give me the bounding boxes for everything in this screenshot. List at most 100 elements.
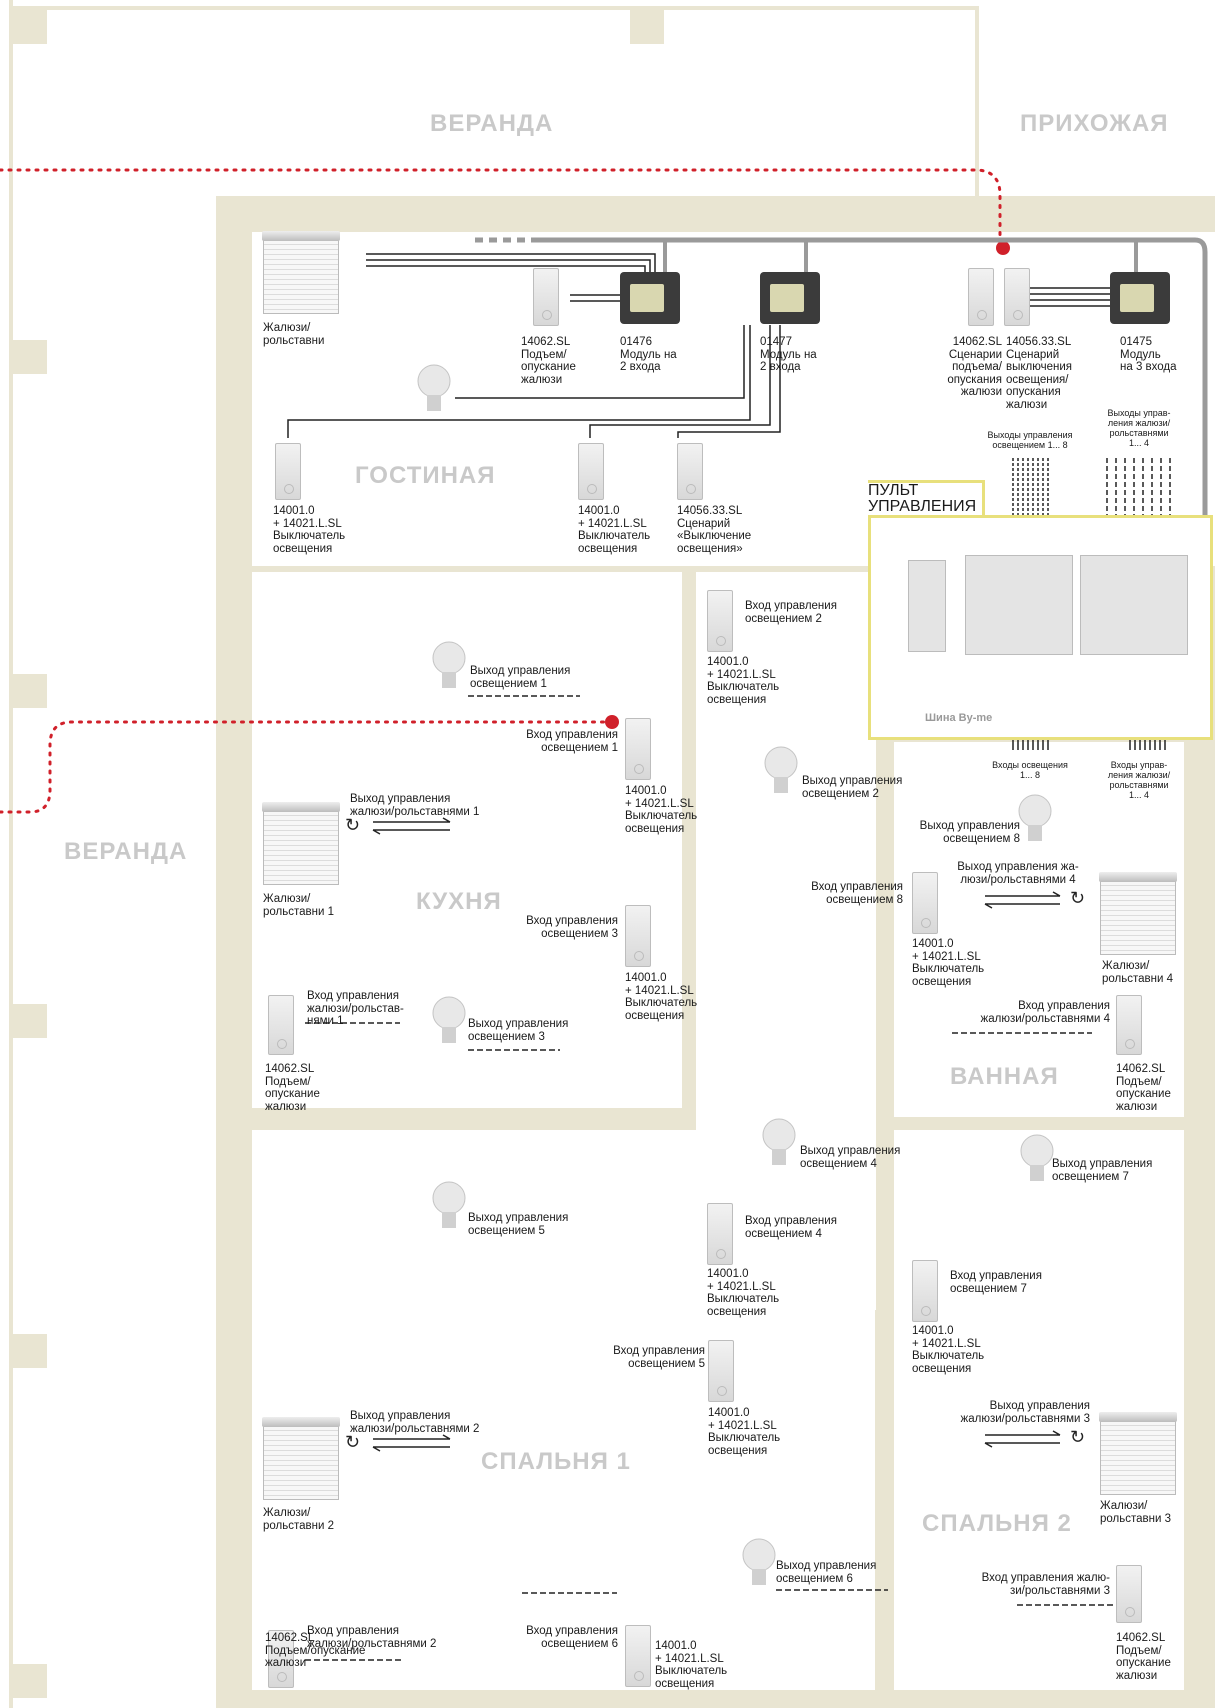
- pillar: [13, 674, 47, 708]
- switch-light2[interactable]: [707, 590, 733, 652]
- bulb-icon: [432, 641, 466, 688]
- label-01476: 01476 Модуль на 2 входа: [620, 336, 677, 373]
- label-in-light2: Вход управления освещением 2: [745, 600, 837, 625]
- switch-light1[interactable]: [625, 718, 651, 780]
- label-sw-light4: 14001.0 + 14021.L.SL Выключатель освещен…: [707, 1268, 780, 1318]
- label-in-blind2: Вход управления жалюзи/рольставнями 2: [307, 1625, 437, 1650]
- bulb-icon: [432, 1181, 466, 1228]
- label-switch-living-1: 14001.0 + 14021.L.SL Выключатель освещен…: [273, 505, 346, 555]
- label-outputs-light: Выходы управления освещением 1... 8: [987, 430, 1073, 450]
- switch-blind2[interactable]: [268, 1630, 294, 1688]
- label-in-light7: Вход управления освещением 7: [950, 1270, 1042, 1295]
- module-01477: [760, 272, 820, 324]
- label-in-light1: Вход управления освещением 1: [526, 729, 618, 754]
- label-in-light8: Вход управления освещением 8: [811, 881, 903, 906]
- label-blind-living: Жалюзи/ рольставни: [263, 322, 325, 347]
- label-out-blind3: Выход управления жалюзи/рольставнями 3: [960, 1400, 1090, 1425]
- label-in-blind3: Вход управления жалю- зи/рольставнями 3: [981, 1572, 1110, 1597]
- label-sw-light6: 14001.0 + 14021.L.SL Выключатель освещен…: [655, 1640, 728, 1690]
- room-bedroom1-name: СПАЛЬНЯ 1: [481, 1448, 631, 1475]
- switch-14062-scene[interactable]: [968, 268, 994, 326]
- switch-light6[interactable]: [625, 1625, 651, 1687]
- label-01475: 01475 Модуль на 3 входа: [1120, 336, 1177, 373]
- rotate-icon: ↻: [1070, 1427, 1086, 1447]
- label-in-blind1: Вход управления жалюзи/рольстав- нями 1: [307, 990, 404, 1027]
- module-01475: [1110, 272, 1170, 324]
- label-inputs-light: Входы освещения 1... 8: [992, 760, 1068, 780]
- switch-blind3[interactable]: [1116, 1565, 1142, 1623]
- label-sw-light5: 14001.0 + 14021.L.SL Выключатель освещен…: [708, 1407, 781, 1457]
- room-living-name: ГОСТИНАЯ: [355, 462, 496, 489]
- bulb-icon: [1020, 1134, 1054, 1181]
- label-outputs-blinds: Выходы управ- ления жалюзи/ рольставнями…: [1107, 408, 1171, 448]
- room-hallway: ПРИХОЖАЯ: [1020, 110, 1169, 137]
- label-in-light5: Вход управления освещением 5: [613, 1345, 705, 1370]
- label-in-blind4: Вход управления жалюзи/рольставнями 4: [980, 1000, 1110, 1025]
- label-out-light1: Выход управления освещением 1: [470, 665, 571, 690]
- label-out-blind2: Выход управления жалюзи/рольставнями 2: [350, 1410, 480, 1435]
- bulb-icon: [764, 746, 798, 793]
- switch-light3[interactable]: [625, 905, 651, 967]
- bulb-icon: [417, 364, 451, 411]
- bulb-icon: [742, 1538, 776, 1585]
- blind-bathroom: [1099, 872, 1177, 955]
- outer-wall-left: [9, 0, 13, 1708]
- label-in-light4: Вход управления освещением 4: [745, 1215, 837, 1240]
- label-sw-blind2: 14062.SL Подъем/опускание жалюзи: [265, 1632, 366, 1669]
- pillar: [13, 340, 47, 374]
- room-bedroom2-name: СПАЛЬНЯ 2: [922, 1510, 1072, 1537]
- pillar: [13, 1664, 47, 1698]
- label-sw-light1: 14001.0 + 14021.L.SL Выключатель освещен…: [625, 785, 698, 835]
- switch-14056-scene[interactable]: [1004, 268, 1030, 326]
- room-veranda-top: ВЕРАНДА: [430, 110, 554, 137]
- label-scene-off: 14056.33.SL Сценарий «Выключение освещен…: [677, 505, 752, 555]
- blind-living: [262, 231, 340, 314]
- room-bedroom1: [252, 1130, 875, 1690]
- actuator-light: [965, 555, 1073, 655]
- rotate-icon: ↻: [345, 815, 361, 835]
- room-veranda-left: ВЕРАНДА: [64, 838, 188, 865]
- rotate-icon: ↻: [1070, 888, 1086, 908]
- label-blind1: Жалюзи/ рольставни 1: [263, 893, 334, 918]
- actuator-blinds: [1080, 555, 1188, 655]
- switch-light7[interactable]: [912, 1260, 938, 1322]
- switch-light8[interactable]: [912, 872, 938, 934]
- switch-blind1[interactable]: [268, 995, 294, 1055]
- label-in-light3: Вход управления освещением 3: [526, 915, 618, 940]
- blind-bedroom1: [262, 1417, 340, 1500]
- switch-blind4[interactable]: [1116, 995, 1142, 1055]
- label-out-light2: Выход управления освещением 2: [802, 775, 903, 800]
- bulb-icon: [432, 996, 466, 1043]
- blind-bedroom2: [1099, 1412, 1177, 1495]
- switch-living-1[interactable]: [275, 443, 301, 500]
- outer-wall-right-top: [975, 6, 979, 196]
- module-01476: [620, 272, 680, 324]
- label-in-light6: Вход управления освещением 6: [526, 1625, 618, 1650]
- room-kitchen-name: КУХНЯ: [416, 888, 502, 915]
- bulb-icon: [1018, 794, 1052, 841]
- label-sw-blind4: 14062.SL Подъем/ опускание жалюзи: [1116, 1063, 1171, 1113]
- panel-title: ПУЛЬТ УПРАВЛЕНИЯ: [868, 480, 986, 515]
- label-out-light7: Выход управления освещением 7: [1052, 1158, 1153, 1183]
- label-14062-living: 14062.SL Подъем/ опускание жалюзи: [521, 336, 576, 386]
- label-out-light6: Выход управления освещением 6: [776, 1560, 877, 1585]
- switch-14062-living[interactable]: [533, 268, 559, 326]
- label-switch-living-2: 14001.0 + 14021.L.SL Выключатель освещен…: [578, 505, 651, 555]
- label-14056-scene: 14056.33.SL Сценарий выключения освещени…: [1006, 336, 1073, 411]
- label-out-blind1: Выход управления жалюзи/рольставнями 1: [350, 793, 480, 818]
- blind-kitchen: [262, 802, 340, 885]
- label-blind3: Жалюзи/ рольставни 3: [1100, 1500, 1171, 1525]
- label-out-light4: Выход управления освещением 4: [800, 1145, 901, 1170]
- label-out-blind4: Выход управления жа- люзи/рольставнями 4: [957, 861, 1079, 886]
- label-out-light5: Выход управления освещением 5: [468, 1212, 569, 1237]
- label-sw-light8: 14001.0 + 14021.L.SL Выключатель освещен…: [912, 938, 985, 988]
- label-sw-blind3: 14062.SL Подъем/ опускание жалюзи: [1116, 1632, 1171, 1682]
- switch-living-2[interactable]: [578, 443, 604, 500]
- pillar: [630, 10, 664, 44]
- label-blind4: Жалюзи/ рольставни 4: [1102, 960, 1173, 985]
- switch-scene-off[interactable]: [677, 443, 703, 500]
- switch-light4[interactable]: [707, 1203, 733, 1265]
- label-out-light3: Выход управления освещением 3: [468, 1018, 569, 1043]
- switch-light5[interactable]: [708, 1340, 734, 1402]
